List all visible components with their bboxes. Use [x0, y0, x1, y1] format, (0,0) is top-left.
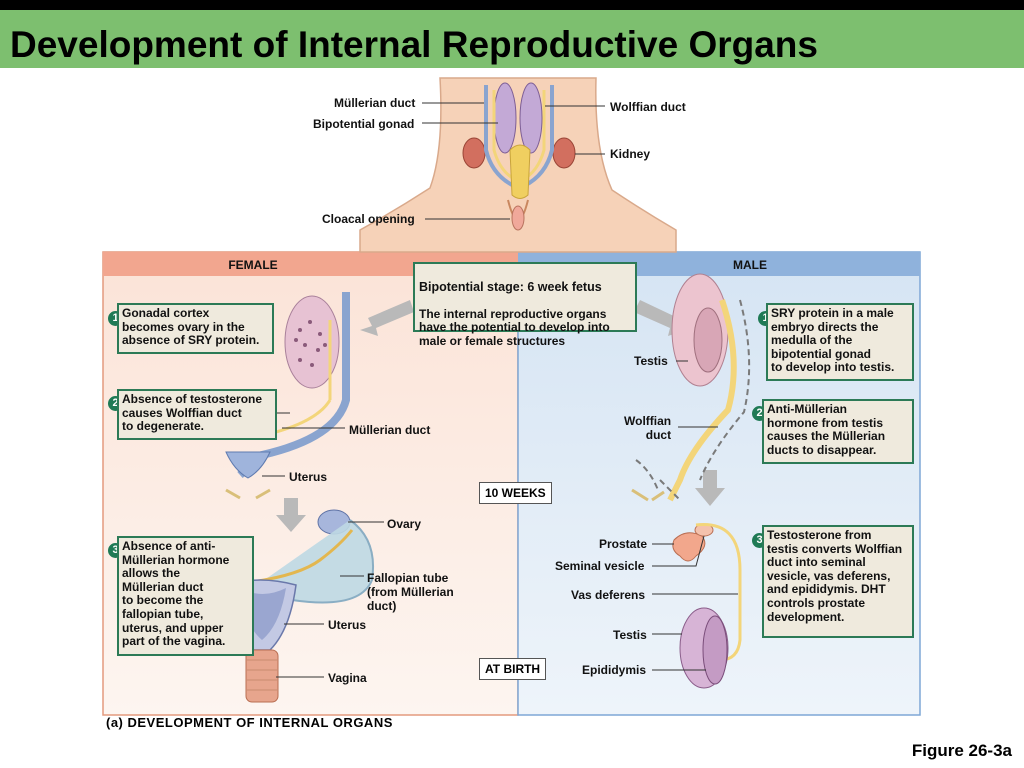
figure-caption: (a) DEVELOPMENT OF INTERNAL ORGANS: [106, 715, 393, 730]
female-step-3-box: Absence of anti- Müllerian hormone allow…: [117, 536, 254, 656]
title-bar: Development of Internal Reproductive Org…: [0, 10, 1024, 68]
bipotential-stage-box: Bipotential stage: 6 week fetus The inte…: [413, 262, 637, 348]
label-bipotential-gonad: Bipotential gonad: [313, 117, 415, 131]
male-step-3-box: Testosterone from testis converts Wolffi…: [762, 525, 914, 638]
label-uterus-early: Uterus: [289, 470, 328, 484]
label-wolffian-duct-top: Wolffian duct: [610, 100, 686, 114]
vagina: [245, 649, 279, 703]
figure-label: Figure 26-3a: [911, 741, 1012, 760]
arrow-female-down: [276, 498, 306, 532]
stage-at-birth: AT BIRTH: [479, 658, 547, 680]
arrow-to-female: [360, 300, 414, 336]
page-title: Development of Internal Reproductive Org…: [10, 24, 818, 65]
label-prostate: Prostate: [599, 537, 648, 551]
label-testis-late: Testis: [613, 628, 647, 642]
arrow-male-down: [695, 470, 725, 506]
label-fallopian-tube: Fallopian tube (from Müllerian duct): [367, 571, 454, 613]
mullerian-duct-top: [484, 85, 515, 188]
kidney-right: [552, 137, 576, 169]
epididymis: [702, 615, 728, 685]
label-vagina: Vagina: [328, 671, 367, 685]
male-wolffian-duct-early: [667, 299, 737, 502]
label-mullerian-duct-female: Müllerian duct: [349, 423, 431, 437]
label-seminal-vesicle: Seminal vesicle: [555, 559, 645, 573]
label-mullerian-duct-top: Müllerian duct: [334, 96, 416, 110]
urogenital-sinus: [509, 144, 531, 199]
label-epididymis: Epididymis: [582, 663, 647, 677]
label-kidney: Kidney: [610, 147, 651, 161]
label-testis-early: Testis: [634, 354, 668, 368]
male-step-2-box: Anti-Müllerian hormone from testis cause…: [762, 399, 914, 464]
prostate: [672, 532, 706, 562]
label-ovary: Ovary: [387, 517, 422, 531]
kidney-left: [462, 137, 486, 169]
bipotential-body: The internal reproductive organs have th…: [419, 306, 610, 348]
bipotential-heading: Bipotential stage: 6 week fetus: [419, 279, 602, 294]
stage-10-weeks: 10 WEEKS: [479, 482, 552, 504]
male-step-1-box: SRY protein in a male embryo directs the…: [766, 303, 914, 381]
male-header: MALE: [733, 258, 767, 272]
female-gonad-early: [284, 295, 340, 389]
label-wolffian-duct-male: Wolffian duct: [624, 414, 672, 442]
top-border: [0, 0, 1024, 10]
bipotential-gonad-right: [519, 82, 543, 154]
label-cloacal-opening: Cloacal opening: [322, 212, 415, 226]
female-step-1-box: Gonadal cortex becomes ovary in the abse…: [117, 303, 274, 354]
female-header: FEMALE: [228, 258, 278, 272]
bipotential-gonad-left: [493, 82, 517, 154]
female-step-2-box: Absence of testosterone causes Wolffian …: [117, 389, 277, 440]
vas-deferens: [695, 523, 742, 662]
label-uterus-late: Uterus: [328, 618, 367, 632]
label-vas-deferens: Vas deferens: [571, 588, 646, 602]
female-uterus-early: [225, 451, 271, 479]
